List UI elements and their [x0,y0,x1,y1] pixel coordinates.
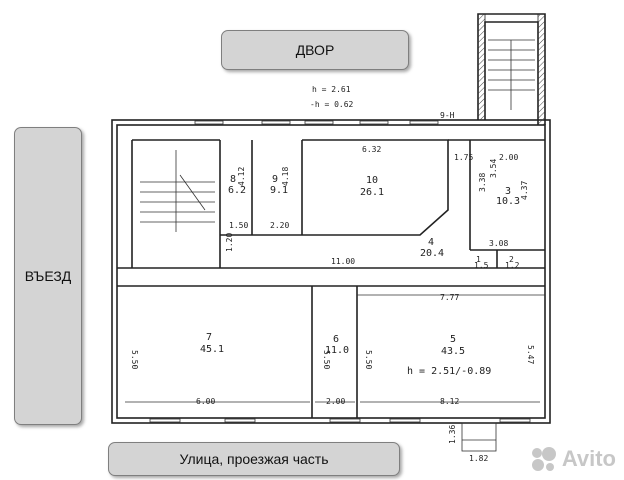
dim-6-32: 6.32 [362,145,381,154]
room-8-number: 8 [230,174,236,185]
room-7-number: 7 [206,332,212,343]
dim-1-50: 1.50 [229,221,248,230]
dim-5-50-left: 5.50 [130,350,139,369]
dim-3-08: 3.08 [489,239,508,248]
dim-2-20: 2.20 [270,221,289,230]
watermark: Avito [528,444,616,474]
dim-11-00: 11.00 [331,257,355,266]
dim-5-47: 5.47 [526,345,535,364]
room-3-number: 3 [505,186,511,197]
yard-label: ДВОР [221,30,409,70]
interior-walls [117,139,545,418]
room-1-area: 1.5 [474,261,489,270]
height-minus-h: -h = 0.62 [310,100,354,109]
room-8-area: 6.2 [228,185,246,196]
street-label: Улица, проезжая часть [108,442,400,476]
room-9-number: 9 [272,174,278,185]
room-3-area: 10.3 [496,196,520,207]
windows [149,120,531,423]
dim-4-12: 4.12 [237,167,246,186]
stair-left [140,150,215,232]
outer-walls [111,13,551,452]
room-1-number: 1 [476,255,481,264]
dim-2-00-bottom: 2.00 [326,397,345,406]
dim-3-54: 3.54 [489,159,498,178]
dimension-lines [125,294,545,403]
dim-3-38: 3.38 [478,173,487,192]
stair-mark: 9-Н [440,111,455,120]
room-6-area: 11.0 [325,345,349,356]
room-2-area: 1.2 [505,261,520,270]
room-5-area: 43.5 [441,346,465,357]
dim-1-82: 1.82 [469,454,488,463]
room-4-number: 4 [428,237,434,248]
room-7-area: 45.1 [200,344,224,355]
dim-4-37: 4.37 [520,181,529,200]
entry-label: ВЪЕЗД [14,127,82,425]
dim-1-20: 1.20 [225,233,234,252]
dim-1-75: 1.75 [454,153,473,162]
dim-4-18: 4.18 [281,167,290,186]
room-10-number: 10 [366,175,378,186]
dim-5-50-mid: 5.50 [322,350,331,369]
room-9-area: 9.1 [270,185,288,196]
avito-logo-icon [531,447,556,471]
room-2-number: 2 [509,255,514,264]
watermark-text: Avito [561,446,616,471]
dim-5-50-right: 5.50 [364,350,373,369]
room-10-area: 26.1 [360,187,384,198]
dim-1-36: 1.36 [448,425,457,444]
room-5-number: 5 [450,334,456,345]
dim-6-00: 6.00 [196,397,215,406]
dim-7-77: 7.77 [440,293,459,302]
room-4-area: 20.4 [420,248,444,259]
dim-8-12: 8.12 [440,397,459,406]
room-5-height: h = 2.51/-0.89 [407,366,491,377]
height-h: h = 2.61 [312,85,351,94]
room-6-number: 6 [333,334,339,345]
dim-2-00-top: 2.00 [499,153,518,162]
